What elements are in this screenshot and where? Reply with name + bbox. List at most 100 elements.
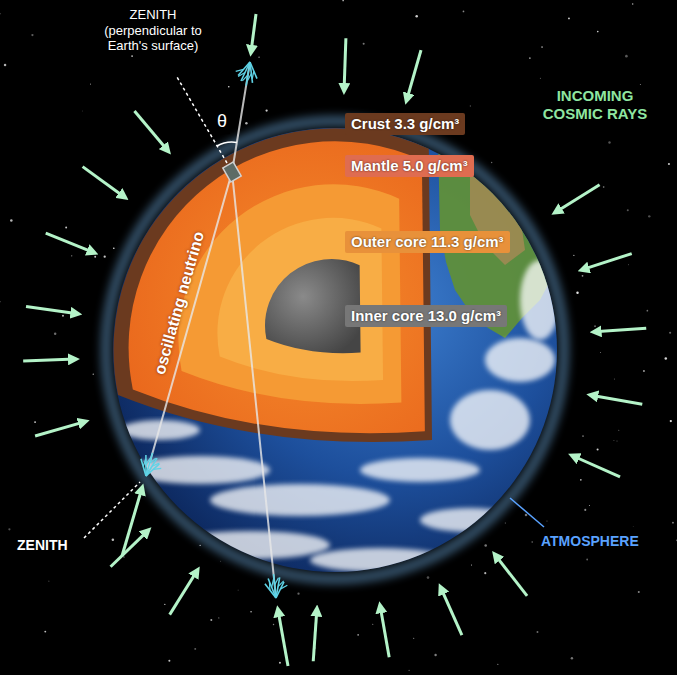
cosmic-ray-arrow <box>35 422 85 436</box>
star-dot <box>537 631 539 633</box>
star-dot <box>589 505 590 506</box>
star-dot <box>413 638 414 639</box>
star-dot <box>279 662 281 664</box>
star-dot <box>250 611 252 613</box>
star-dot <box>237 589 239 591</box>
cloud <box>310 548 450 572</box>
star-dot <box>93 373 94 374</box>
zenith-line <box>84 482 140 538</box>
star-dot <box>576 292 578 294</box>
mantle-label-box: Mantle 5.0 g/cm³ <box>345 155 474 177</box>
star-dot <box>363 43 365 45</box>
outer-core-layer <box>178 184 401 404</box>
star-dot <box>584 509 586 511</box>
star-dot <box>258 57 259 58</box>
star-dot <box>245 122 247 124</box>
cosmic-ray-arrow <box>591 395 642 404</box>
star-dot <box>470 105 471 106</box>
cloud <box>270 582 390 598</box>
star-dot <box>618 430 619 431</box>
star-dot <box>491 162 492 163</box>
zenith-label: ZENITH (perpendicular to Earth's surface… <box>88 6 218 55</box>
detector-symbol <box>223 162 241 182</box>
star-dot <box>571 657 573 659</box>
star-dot <box>670 420 672 422</box>
star-dot <box>8 528 10 530</box>
particle-shower <box>274 574 276 598</box>
cloud <box>520 260 560 340</box>
star-dot <box>65 227 67 229</box>
inner-core-label-box: Inner core 13.0 g/cm³ <box>345 305 507 327</box>
layer-label-text: Mantle 5.0 g/cm³ <box>351 157 468 174</box>
neutrino-track <box>232 172 276 598</box>
star-dot <box>44 631 46 633</box>
cosmic-ray-arrow <box>278 610 288 666</box>
star-dot <box>582 435 584 437</box>
star-dot <box>104 256 106 258</box>
crust-label-box: Crust 3.3 g/cm³ <box>345 113 465 135</box>
cosmic-ray-arrow <box>83 167 125 198</box>
star-dot <box>573 255 574 256</box>
cloud <box>420 508 520 532</box>
star-dot <box>112 538 115 541</box>
cosmic-ray-arrow <box>495 555 527 596</box>
star-dot <box>504 522 506 524</box>
star-dot <box>164 604 165 605</box>
star-dot <box>54 332 56 334</box>
star-dot <box>497 664 498 665</box>
earth-ocean <box>113 128 557 572</box>
star-dot <box>643 370 645 372</box>
star-dot <box>632 3 634 5</box>
cloud <box>210 484 390 516</box>
star-dot <box>218 617 219 618</box>
star-dot <box>539 77 541 79</box>
cosmic-ray-arrow <box>380 606 389 657</box>
star-dot <box>668 163 670 165</box>
layer-label-text: Inner core 13.0 g/cm³ <box>351 307 501 324</box>
star-dot <box>665 357 668 360</box>
cosmic-ray-arrow <box>134 111 167 151</box>
particle-shower <box>250 62 252 83</box>
outer-core-label-box: Outer core 11.3 g/cm³ <box>345 231 510 253</box>
star-dot <box>614 379 615 380</box>
particle-shower <box>153 468 161 469</box>
star-dot <box>608 141 610 143</box>
star-dot <box>81 110 83 112</box>
star-dot <box>586 559 588 561</box>
star-dot <box>546 520 547 521</box>
atmosphere-glow <box>106 121 564 579</box>
leader-line <box>510 498 544 527</box>
star-dot <box>669 332 671 334</box>
cosmic-ray-arrow <box>23 359 75 361</box>
star-dot <box>342 0 344 1</box>
star-dot <box>580 479 582 481</box>
star-dot <box>62 315 64 317</box>
cosmic-ray-arrow <box>170 570 198 614</box>
star-dot <box>34 421 36 423</box>
star-dot <box>210 619 212 621</box>
star-dot <box>194 648 196 650</box>
star-dot <box>597 31 599 33</box>
star-dot <box>625 55 628 58</box>
cosmic-ray-arrow <box>111 531 148 567</box>
star-dot <box>600 351 602 353</box>
star-dot <box>408 670 409 671</box>
star-dot <box>529 57 531 59</box>
star-dot <box>357 634 359 636</box>
cosmic-ray-arrow <box>407 50 421 100</box>
cosmic-rays-label: INCOMING COSMIC RAYS <box>528 86 662 124</box>
star-dot <box>228 86 230 88</box>
star-dot <box>0 13 2 15</box>
star-dot <box>71 255 72 256</box>
star-dot <box>638 591 640 593</box>
star-dot <box>94 256 96 258</box>
star-dot <box>647 310 649 312</box>
cosmic-ray-arrow <box>344 38 346 90</box>
star-dot <box>648 215 650 217</box>
star-dot <box>4 64 6 66</box>
star-dot <box>616 441 617 442</box>
layer-label-text: Crust 3.3 g/cm³ <box>351 115 459 132</box>
star-dot <box>434 654 436 656</box>
star-dot <box>463 11 465 13</box>
cosmic-ray-arrow <box>555 185 599 213</box>
